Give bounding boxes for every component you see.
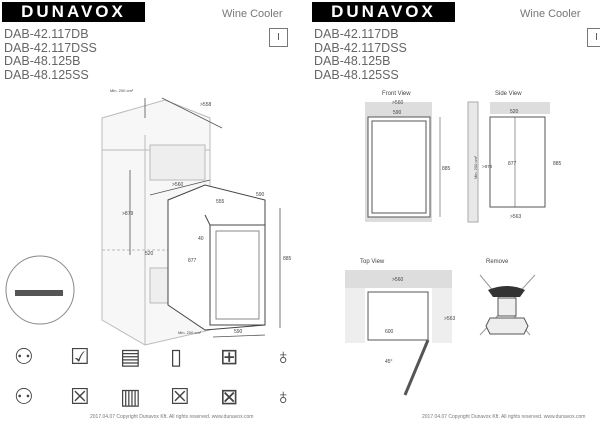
label-side-vent: Min. 200 cm² (473, 155, 478, 179)
label-width: 590 (234, 329, 243, 335)
label-side-depth: 520 (510, 109, 519, 115)
label-front-width: 590 (393, 110, 402, 116)
svg-text:♁: ♁ (275, 344, 292, 369)
label-gap: 40 (198, 236, 204, 242)
foot-remove-diagram (479, 274, 536, 336)
footer: 2017.04.07 Copyright Dunavox Kft. All ri… (90, 414, 254, 420)
dimension-diagrams: Front View >560 590 885 Side View 520 Mi… (345, 91, 562, 396)
label-height-total: 885 (283, 256, 292, 262)
svg-text:⚇: ⚇ (14, 344, 34, 369)
page-left: DUNAVOX DAB-42.117DB DAB-42.117DSS DAB-4… (2, 2, 292, 420)
model: DAB-42.117DB (314, 27, 399, 41)
label-height-body: 877 (188, 258, 197, 264)
label-side-height: 885 (553, 161, 562, 167)
svg-text:☒: ☒ (70, 384, 90, 409)
top-view-title: Top View (360, 259, 385, 265)
open-door (403, 339, 430, 396)
label-vent-bottom: Min. 200 cm² (178, 330, 202, 335)
label-depth: 590 (256, 192, 265, 198)
remove-title: Remove (486, 259, 509, 265)
model: DAB-42.117DSS (314, 40, 407, 55)
model: DAB-48.125SS (4, 67, 89, 82)
model: DAB-48.125B (4, 54, 81, 68)
label-front-niche-width: >560 (392, 100, 403, 106)
label-width-niche: >560 (172, 182, 183, 188)
side-view-title: Side View (495, 91, 522, 97)
front-door (371, 120, 427, 214)
label-top-niche-width: >560 (392, 277, 403, 283)
section-box: I (587, 28, 600, 47)
label-top-niche-depth: >563 (444, 316, 455, 322)
label-top-angle: 45° (385, 359, 393, 365)
label-side-body-height: 877 (508, 161, 517, 167)
model-list: DAB-42.117DB DAB-42.117DSS DAB-48.125B D… (314, 27, 407, 82)
section-box: I (269, 28, 288, 47)
installation-diagram: Min. 200 cm² >558 >560 590 555 >879 40 5… (5, 88, 292, 409)
page-right: DUNAVOX DAB-42.117DB DAB-42.117DSS DAB-4… (310, 0, 600, 426)
label-front-height: 885 (442, 166, 451, 172)
label-side: 520 (145, 251, 154, 257)
model: DAB-42.117DSS (4, 40, 97, 55)
top-cabinet (367, 291, 429, 341)
brand-logo: DUNAVOX (312, 2, 455, 22)
svg-text:☑: ☑ (70, 344, 90, 369)
wall (467, 101, 479, 223)
doc-title: Wine Cooler (520, 8, 581, 20)
label-top-door-width: 600 (385, 329, 394, 335)
svg-text:⊠: ⊠ (220, 384, 238, 409)
label-vent-top: Min. 200 cm² (110, 88, 134, 93)
model: DAB-48.125SS (314, 67, 399, 82)
front-view-title: Front View (382, 91, 411, 97)
label-depth-niche: >558 (200, 102, 211, 108)
model: DAB-42.117DB (4, 27, 89, 41)
top-wall (345, 270, 452, 288)
model-list: DAB-42.117DB DAB-42.117DSS DAB-48.125B D… (4, 27, 97, 82)
warning-icons: ⚇ ☑ ▤ ▯ ⊞ ♁ ⚇ ☒ ▥ ☒ ⊠ ♁ (14, 344, 292, 409)
model: DAB-48.125B (314, 54, 391, 68)
kickplate-detail (15, 290, 63, 296)
side-cabinet (489, 116, 546, 208)
svg-text:⊞: ⊞ (220, 344, 238, 369)
label-height-niche: >879 (122, 211, 133, 217)
brand-logo: DUNAVOX (2, 2, 145, 22)
svg-text:▯: ▯ (170, 344, 182, 369)
label-inner-width: 555 (216, 199, 225, 205)
front-cabinet (367, 116, 431, 218)
svg-text:▤: ▤ (120, 344, 141, 369)
svg-text:☒: ☒ (170, 384, 190, 409)
svg-text:⚇: ⚇ (14, 384, 34, 409)
footer: 2017.04.07 Copyright Dunavox Kft. All ri… (422, 414, 586, 420)
doc-title: Wine Cooler (222, 8, 283, 20)
svg-text:♁: ♁ (275, 384, 292, 409)
label-side-niche-height: >879 (482, 164, 493, 169)
svg-text:▥: ▥ (120, 384, 141, 409)
label-side-niche-depth: >563 (510, 214, 521, 220)
